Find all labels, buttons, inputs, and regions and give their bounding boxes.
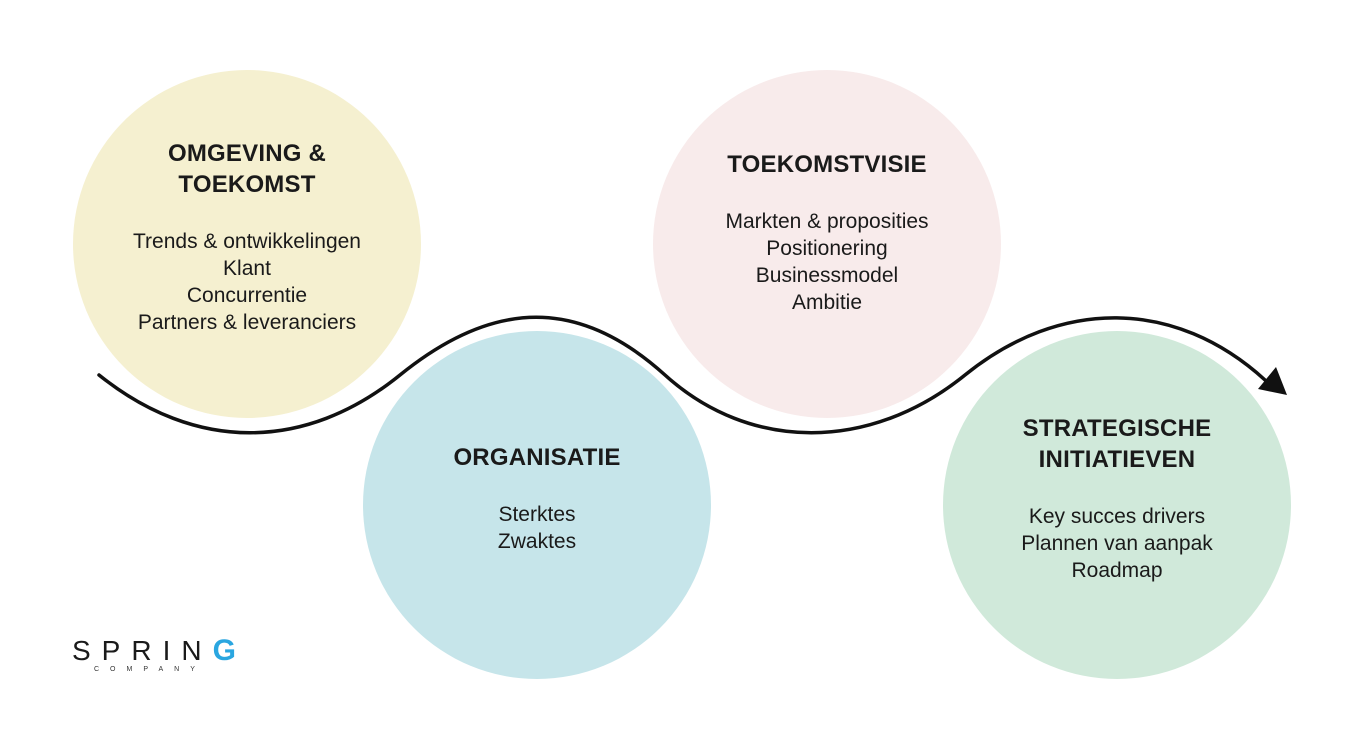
stage-item: Markten & proposities bbox=[725, 209, 929, 233]
stage-title: TOEKOMSTVISIE bbox=[727, 150, 927, 178]
stage-title: OMGEVING & TOEKOMST bbox=[167, 140, 326, 198]
stage-title: STRATEGISCHE INITIATIEVEN bbox=[1022, 414, 1212, 473]
stage-item: Sterktes bbox=[498, 502, 576, 526]
stage-strategische-initiatieven: STRATEGISCHE INITIATIEVEN Key succes dri… bbox=[943, 331, 1291, 679]
stage-item: Klant bbox=[223, 257, 271, 280]
stage-item: Key succes drivers bbox=[1028, 504, 1206, 528]
stage-items: Markten & proposities Positionering Busi… bbox=[725, 208, 928, 316]
wave-line bbox=[97, 315, 1267, 435]
stage-item: Ambitie bbox=[791, 290, 863, 314]
stage-organisatie: ORGANISATIE Sterktes Zwaktes bbox=[363, 331, 711, 679]
stage-items: Key succes drivers Plannen van aanpak Ro… bbox=[1021, 503, 1213, 584]
logo-g-letter: G bbox=[212, 634, 236, 667]
stage-item: Roadmap bbox=[1071, 558, 1163, 582]
stage-item: Partners & leveranciers bbox=[137, 311, 357, 334]
stage-toekomstvisie: TOEKOMSTVISIE Markten & proposities Posi… bbox=[653, 70, 1001, 418]
stage-item: Concurrentie bbox=[186, 284, 308, 307]
stage-omgeving-toekomst: OMGEVING & TOEKOMST Trends & ontwikkelin… bbox=[73, 70, 421, 418]
stage-item: Zwaktes bbox=[497, 529, 577, 553]
stage-item: Trends & ontwikkelingen bbox=[132, 230, 361, 253]
stage-item: Plannen van aanpak bbox=[1021, 531, 1213, 555]
stage-item: Positionering bbox=[766, 236, 888, 260]
stage-items: Trends & ontwikkelingen Klant Concurrent… bbox=[133, 228, 361, 336]
logo-subtitle: COMPANY bbox=[94, 666, 206, 673]
stage-title: ORGANISATIE bbox=[453, 443, 621, 471]
stage-item: Businessmodel bbox=[755, 263, 899, 287]
stage-items: Sterktes Zwaktes bbox=[453, 501, 620, 555]
logo-wordmark: SPRIN bbox=[72, 635, 213, 666]
spring-company-logo: SPRING COMPANY bbox=[72, 636, 252, 680]
arrow-head bbox=[1258, 367, 1287, 395]
